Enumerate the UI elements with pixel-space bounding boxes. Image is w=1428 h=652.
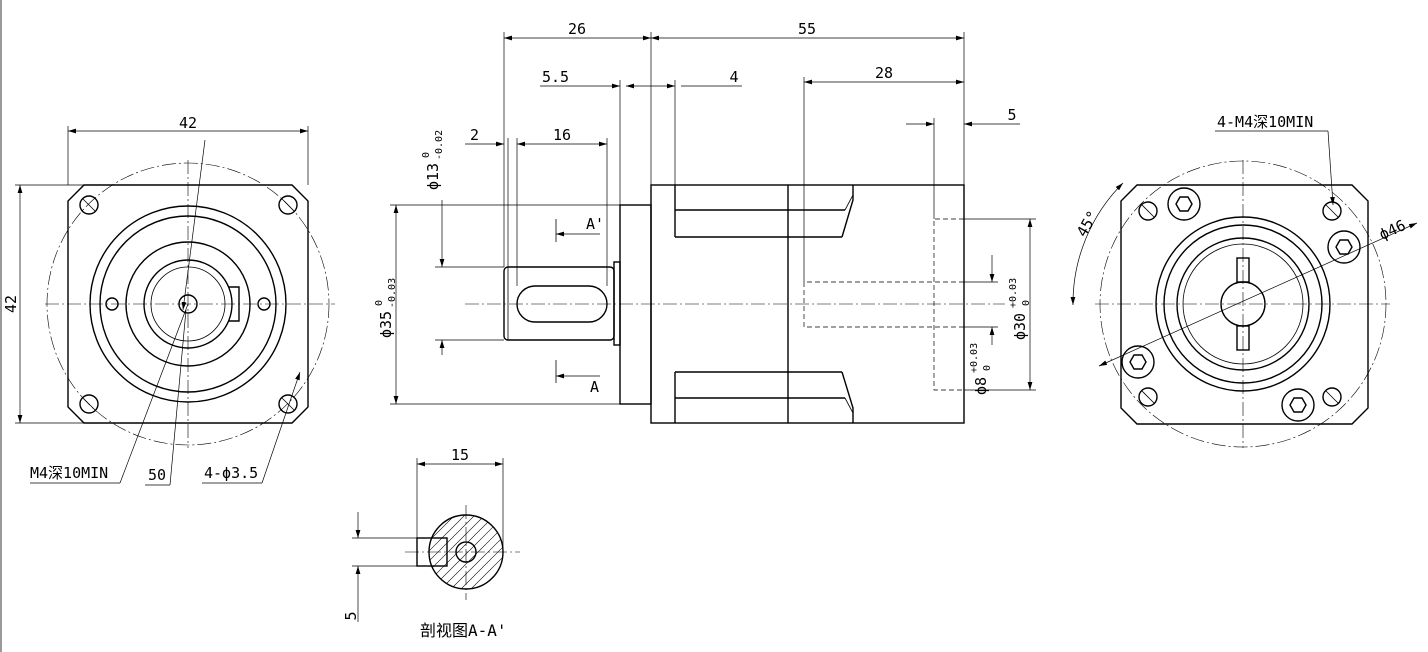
section-mark-bottom: A (590, 378, 599, 396)
input-pilot-hidden (933, 218, 964, 391)
dim-input-pilot-tol-up: +0.03 (1008, 278, 1019, 308)
front-center-tap (178, 294, 198, 314)
section-hatch (429, 515, 503, 589)
rear-pcd-dim: ϕ46 (1376, 216, 1408, 243)
input-bore-hidden (803, 281, 964, 328)
front-small-hole-left (105, 297, 119, 311)
keyway-slot (516, 285, 608, 323)
dim-key-len: 16 (553, 126, 571, 144)
dim-input-bore-tol-up: +0.03 (969, 343, 980, 373)
dim-input-bore-dia: ϕ8 (972, 377, 990, 395)
rear-tap-note: 4-M4深10MIN (1217, 113, 1313, 131)
rear-angle-dim: 45° (1073, 208, 1102, 240)
rear-socket-screws (1121, 187, 1361, 422)
mount-hole (278, 195, 298, 215)
front-shaft-circle (143, 259, 233, 349)
front-shaft-chamfer (150, 266, 226, 342)
rear-view: 45° 4-M4深10MIN ϕ46 (1070, 113, 1418, 448)
front-key (229, 286, 240, 322)
section-dim-15: 15 (451, 446, 469, 464)
section-view: 15 5 剖视图A-A' (342, 446, 520, 640)
mount-hole (79, 394, 99, 414)
section-mark-top: A' (586, 215, 604, 233)
dim-shoulder-len: 2 (470, 126, 479, 144)
front-mount-holes (79, 195, 298, 414)
dim-rear-step: 5 (1007, 106, 1016, 124)
section-caption: 剖视图A-A' (420, 621, 507, 640)
front-holes-note: 4-ϕ3.5 (204, 464, 258, 482)
dim-body-step: 4 (729, 68, 738, 86)
front-pcd-note: 50 (148, 466, 166, 484)
dim-shaft-tol-up: 0 (421, 152, 432, 158)
dim-pilot-len: 5.5 (542, 68, 569, 86)
section-dim-5: 5 (342, 611, 360, 620)
shaft-shoulder (613, 261, 621, 346)
dim-pilot-tol-up: 0 (374, 300, 385, 306)
front-outer-ring (89, 205, 287, 403)
front-pilot-circle (125, 241, 251, 367)
mount-hole (79, 195, 99, 215)
front-small-hole-right (257, 297, 271, 311)
dim-pilot-tol-low: -0.03 (387, 278, 398, 308)
output-shaft (503, 266, 615, 341)
dim-pilot-dia: ϕ35 (377, 311, 395, 338)
front-inner-ring (99, 215, 277, 393)
front-tap-note: M4深10MIN (30, 464, 108, 482)
mount-hole (278, 394, 298, 414)
dim-input-pilot-tol-low: 0 (1021, 300, 1032, 306)
dim-body-len: 55 (798, 20, 816, 38)
front-square-flange (67, 184, 309, 424)
front-height-dim: 42 (2, 295, 20, 313)
output-pilot (619, 204, 652, 405)
front-view: 42 42 M4深10MIN 50 4-ϕ3.5 (2, 114, 335, 486)
dim-flange-len: 26 (568, 20, 586, 38)
dim-shaft-dia: ϕ13 (424, 163, 442, 190)
gearbox-body (650, 184, 965, 424)
dim-bore-depth: 28 (875, 64, 893, 82)
dim-shaft-tol-low: -0.02 (434, 130, 445, 160)
front-width-dim: 42 (179, 114, 197, 132)
dim-input-pilot-dia: ϕ30 (1011, 313, 1029, 340)
dim-input-bore-tol-low: 0 (982, 365, 993, 371)
side-view: A' A 26 55 5.5 4 28 5 2 (374, 20, 1036, 424)
